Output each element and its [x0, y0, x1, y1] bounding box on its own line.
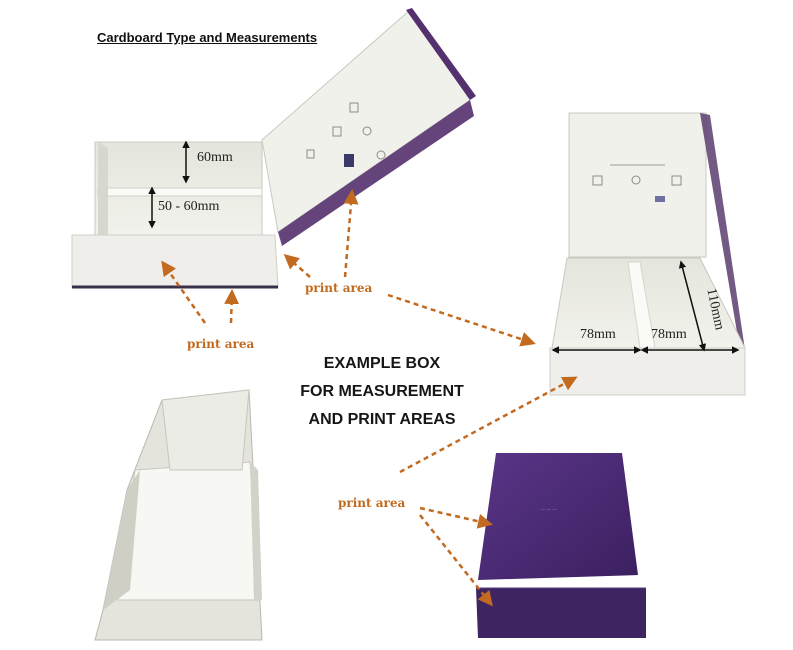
- arrow-to-box-front-bottom: [224, 289, 240, 324]
- dim-width-right: 78mm: [651, 327, 687, 342]
- arrow-to-lid-outside: [283, 254, 311, 278]
- arrow-to-right-box-front: [399, 376, 578, 474]
- arrow-to-purple-base: [419, 514, 493, 607]
- arrow-to-purple-lid: [419, 506, 493, 529]
- arrow-to-right-box: [387, 293, 536, 347]
- caption-line-2: FOR MEASUREMENT: [300, 383, 464, 400]
- print-area-label-top: print area: [305, 281, 373, 295]
- example-box-caption: EXAMPLE BOX FOR MEASUREMENT AND PRINT AR…: [282, 350, 482, 434]
- print-area-arrows: [161, 189, 578, 607]
- box-open-top-left: [71, 8, 476, 289]
- box-open-top-right: [549, 112, 746, 396]
- dim-top-compartment: 60mm: [197, 150, 233, 165]
- box-purple-base: [476, 587, 646, 638]
- page-heading: Cardboard Type and Measurements: [97, 30, 318, 45]
- dim-width-left: 78mm: [580, 327, 616, 342]
- arrow-to-lid-inside: [343, 189, 359, 278]
- print-area-label-bottom: print area: [338, 496, 406, 510]
- svg-text:~~~: ~~~: [540, 506, 558, 514]
- dim-bottom-compartment: 50 - 60mm: [158, 199, 220, 214]
- box-flat-bottom-left: [94, 389, 263, 641]
- box-purple-lid: ~~~: [478, 453, 638, 580]
- caption-line-3: AND PRINT AREAS: [308, 411, 456, 428]
- caption-line-1: EXAMPLE BOX: [323, 355, 441, 372]
- print-area-label-left: print area: [187, 337, 255, 351]
- arrow-to-box-front-left: [161, 260, 207, 324]
